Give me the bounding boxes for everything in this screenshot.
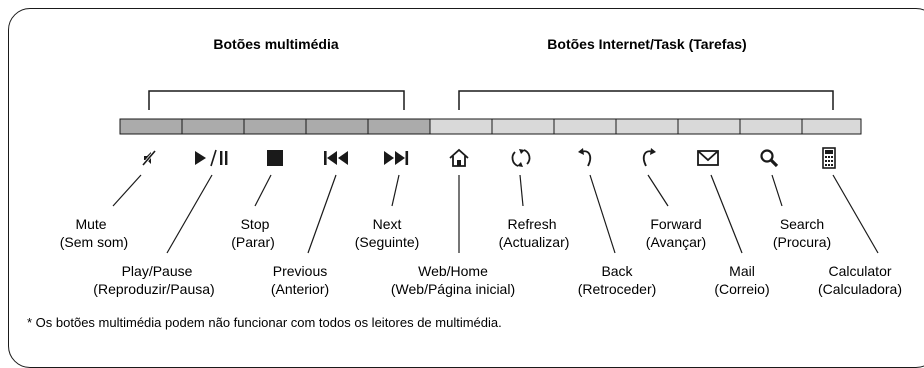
leader-stop <box>254 174 272 207</box>
label-next-translation: (Seguinte) <box>355 234 420 250</box>
internet-bracket <box>458 90 834 110</box>
forward-icon <box>642 148 656 167</box>
leader-mail <box>710 174 743 254</box>
strip-segment-mail <box>677 118 741 135</box>
internet-group-title: Botões Internet/Task (Tarefas) <box>547 36 746 52</box>
next-icon <box>384 151 409 165</box>
leader-refresh <box>519 174 524 207</box>
leader-calculator <box>832 174 879 254</box>
strip-segment-back <box>553 118 617 135</box>
strip-segment-previous <box>305 118 369 135</box>
label-previous: Previous <box>273 263 327 279</box>
leader-play-pause <box>166 174 213 254</box>
label-refresh: Refresh <box>507 216 556 232</box>
play-pause-icon <box>195 149 228 167</box>
previous-icon <box>324 151 348 165</box>
back-icon <box>578 148 592 167</box>
label-play-pause: Play/Pause <box>122 263 193 279</box>
refresh-icon <box>511 149 531 167</box>
leader-lines <box>112 174 879 254</box>
button-strip <box>119 118 862 135</box>
multimedia-group-title: Botões multimédia <box>213 36 338 52</box>
label-refresh-translation: (Actualizar) <box>499 234 570 250</box>
multimedia-bracket <box>148 90 405 110</box>
label-mail-translation: (Correio) <box>714 281 769 297</box>
label-back: Back <box>601 263 633 279</box>
strip-segment-home <box>429 118 493 135</box>
stop-icon <box>267 150 283 166</box>
strip-segment-next <box>367 118 431 135</box>
leader-back <box>589 174 616 254</box>
strip-segment-stop <box>243 118 307 135</box>
strip-segment-calculator <box>801 118 862 135</box>
label-previous-translation: (Anterior) <box>271 281 329 297</box>
label-home-translation: (Web/Página inicial) <box>391 281 515 297</box>
strip-segment-refresh <box>491 118 555 135</box>
label-search-translation: (Procura) <box>773 234 831 250</box>
footnote: * Os botões multimédia podem não funcion… <box>27 315 502 330</box>
label-calculator: Calculator <box>828 263 891 279</box>
label-stop: Stop <box>241 216 270 232</box>
label-search: Search <box>780 216 824 232</box>
label-mute: Mute <box>75 216 106 232</box>
keyboard-buttons-diagram: Botões multimédia Botões Internet/Task (… <box>27 36 902 330</box>
strip-segment-mute <box>119 118 183 135</box>
leader-search <box>771 174 783 207</box>
leader-forward <box>647 174 669 207</box>
search-icon <box>760 149 779 168</box>
label-mute-translation: (Sem som) <box>60 234 128 250</box>
label-calculator-translation: (Calculadora) <box>818 281 902 297</box>
mail-icon <box>697 150 719 166</box>
strip-segment-forward <box>615 118 679 135</box>
leader-mute <box>112 174 142 207</box>
mute-icon <box>141 150 157 166</box>
calculator-icon <box>822 147 836 169</box>
label-forward-translation: (Avançar) <box>646 234 706 250</box>
label-forward: Forward <box>650 216 701 232</box>
strip-segment-search <box>739 118 803 135</box>
leader-next <box>391 174 400 207</box>
label-mail: Mail <box>729 263 755 279</box>
leader-previous <box>307 174 337 254</box>
label-home: Web/Home <box>418 263 488 279</box>
strip-segment-play-pause <box>181 118 245 135</box>
label-back-translation: (Retroceder) <box>578 281 657 297</box>
label-next: Next <box>373 216 402 232</box>
home-icon <box>449 148 469 167</box>
label-play-pause-translation: (Reproduzir/Pausa) <box>93 281 214 297</box>
label-stop-translation: (Parar) <box>231 234 275 250</box>
